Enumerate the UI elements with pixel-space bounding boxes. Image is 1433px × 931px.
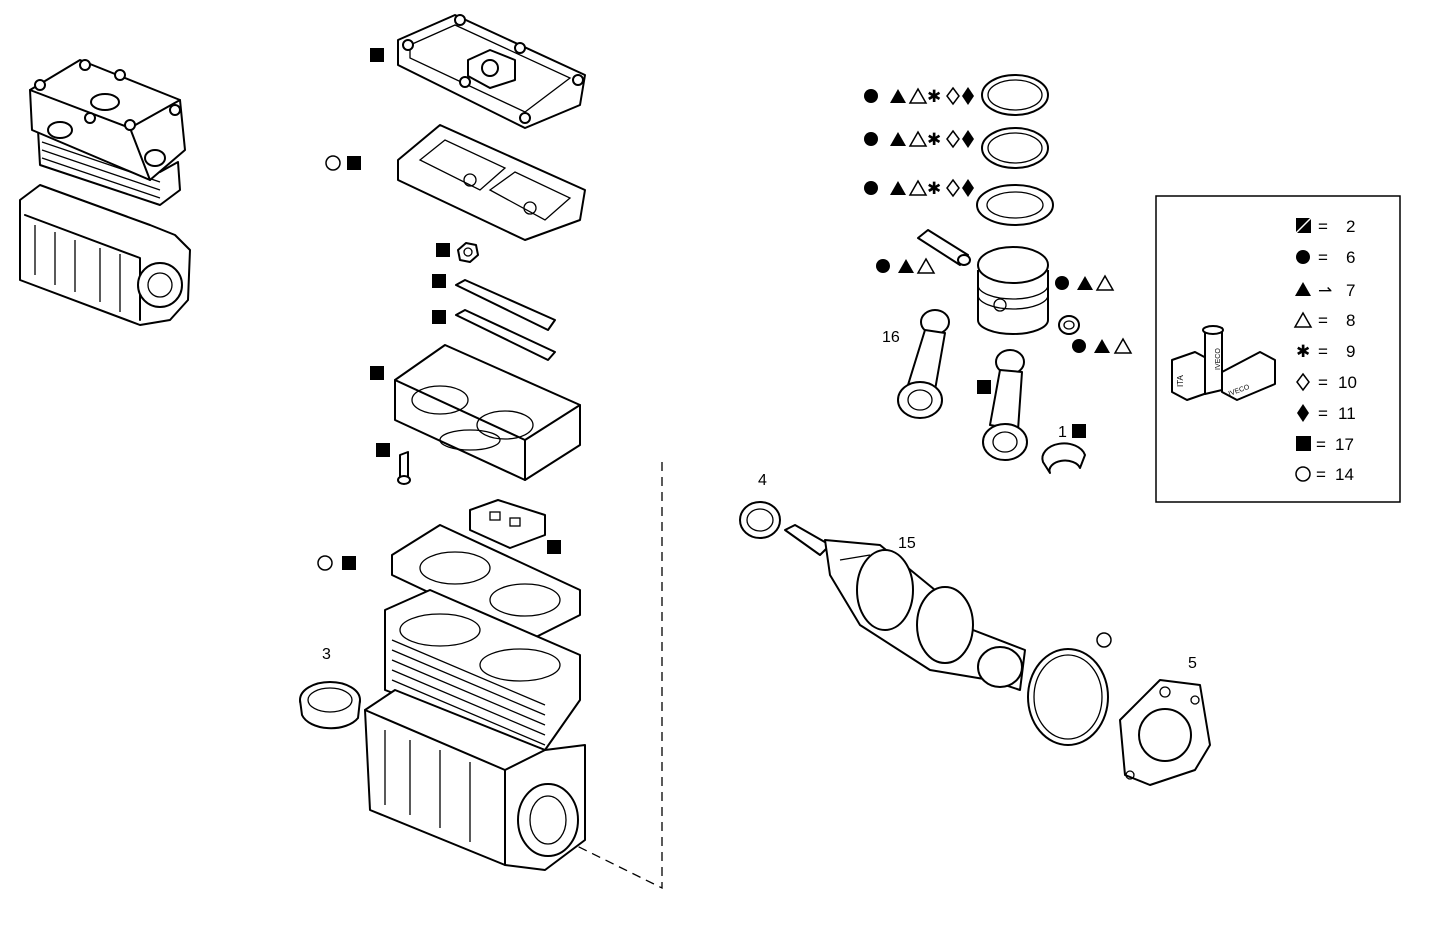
legend-eq: =	[1318, 342, 1328, 361]
legend-value-6: 6	[1346, 248, 1355, 267]
part-number-4: 4	[758, 472, 767, 489]
marker-open-circle	[1096, 632, 1112, 648]
legend-value-17: 17	[1335, 435, 1354, 454]
cylinder-gasket-drawing	[391, 524, 581, 641]
svg-text:✱: ✱	[927, 179, 941, 198]
legend-eq: =	[1318, 217, 1328, 236]
legend-row-8: = 8	[1293, 311, 1355, 330]
valve-nut-drawing	[457, 242, 479, 263]
bearing-shell-drawing	[1041, 442, 1086, 474]
svg-text:✱: ✱	[927, 130, 941, 149]
marker-filled-square	[342, 556, 356, 570]
cylinder-head-cover-drawing	[397, 14, 586, 129]
marker-row-ring-2: ✱	[864, 129, 974, 149]
legend-value-9: 9	[1346, 342, 1355, 361]
end-cover-5-drawing	[1119, 679, 1211, 786]
piston-drawing	[977, 246, 1049, 335]
legend-row-9: ✱ = 9	[1296, 342, 1355, 361]
legend-row-7: ⇀ 7	[1295, 281, 1355, 300]
small-gasket-drawing	[469, 499, 546, 549]
marker-open-circle	[317, 555, 333, 571]
piston-rings-group	[976, 74, 1054, 226]
marker-split-square	[376, 443, 390, 457]
part-number-15: 15	[898, 535, 916, 552]
legend-eq: =	[1316, 465, 1326, 484]
legend-value-7: 7	[1346, 281, 1355, 300]
part-number-1: 1	[1058, 424, 1067, 441]
marker-row-circlip	[1072, 337, 1133, 354]
legend-box	[1155, 195, 1401, 503]
marker-open-circle	[325, 155, 341, 171]
cylinder-block-drawing	[364, 589, 586, 871]
legend-row-6: = 6	[1296, 248, 1355, 267]
oring-drawing	[1027, 648, 1109, 746]
legend-value-8: 8	[1346, 311, 1355, 330]
marker-row-ring-3: ✱	[864, 178, 974, 198]
legend-arrow-eq: ⇀	[1318, 281, 1332, 300]
marker-filled-square	[370, 48, 384, 62]
marker-filled-square	[370, 366, 384, 380]
legend-row-11: = 11	[1297, 404, 1356, 423]
head-gasket-drawing	[397, 124, 586, 241]
marker-filled-square	[547, 540, 561, 554]
bushing-drawing	[299, 681, 361, 730]
legend-row-14: = 14	[1295, 465, 1354, 484]
marker-split-square	[436, 243, 450, 257]
marker-filled-square	[432, 310, 446, 324]
legend-value-2: 2	[1346, 217, 1355, 236]
legend-eq: =	[1316, 435, 1326, 454]
marker-row-piston	[1055, 274, 1115, 291]
legend-eq: =	[1318, 248, 1328, 267]
piston-pin-drawing	[917, 229, 971, 266]
legend-row-10: = 10	[1296, 372, 1357, 392]
valve-spring-plates-drawing	[455, 279, 556, 361]
part-number-3: 3	[322, 646, 331, 663]
legend-value-14: 14	[1335, 465, 1354, 484]
legend-eq: =	[1318, 373, 1328, 392]
legend-row-2: = 2	[1295, 217, 1355, 236]
marker-row-ring-1: ✱	[864, 86, 974, 106]
screw-drawing	[397, 451, 411, 485]
kit-box-text: ITA	[1176, 374, 1185, 387]
connecting-rod-16-drawing	[897, 309, 950, 419]
legend-value-10: 10	[1338, 373, 1357, 392]
kit-packages-drawing: ITA IVECO IVECO	[1171, 325, 1276, 401]
legend-eq: =	[1318, 404, 1328, 423]
assembled-compressor-drawing	[19, 59, 191, 326]
marker-split-square	[1072, 424, 1086, 438]
valve-plate-drawing	[394, 344, 581, 481]
part-number-16: 16	[882, 329, 900, 346]
seal-ring-4-drawing	[739, 501, 781, 539]
circlip-drawing	[1058, 315, 1080, 335]
marker-filled-square	[347, 156, 361, 170]
crankshaft-drawing	[784, 524, 1026, 691]
svg-text:✱: ✱	[1296, 342, 1310, 361]
legend-value-11: 11	[1338, 404, 1356, 423]
marker-row-pin	[876, 257, 936, 274]
kit-box-text: IVECO	[1215, 348, 1222, 370]
assembly-dashed-line	[574, 462, 663, 890]
legend-eq: =	[1318, 311, 1328, 330]
marker-filled-square	[432, 274, 446, 288]
part-number-5: 5	[1188, 655, 1197, 672]
legend-row-17: = 17	[1296, 435, 1354, 454]
marker-split-square	[977, 380, 991, 394]
connecting-rod-drawing	[982, 349, 1028, 461]
svg-text:✱: ✱	[927, 87, 941, 106]
